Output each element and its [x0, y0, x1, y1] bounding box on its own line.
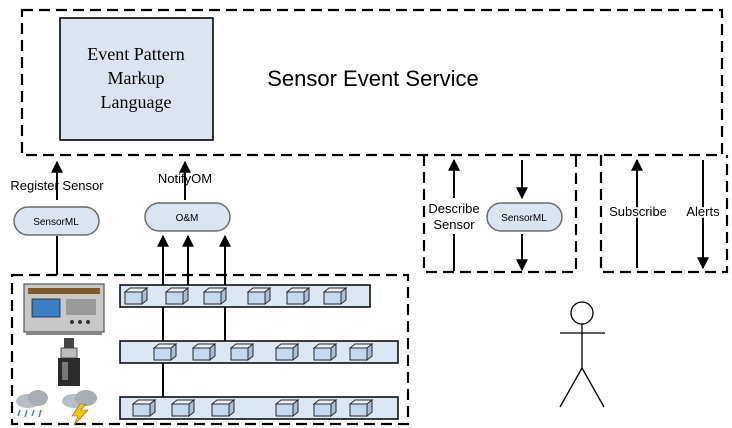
ses-boundary [20, 8, 724, 157]
om-pill[interactable]: O&M [144, 202, 231, 232]
epml-line-2: Markup [108, 68, 165, 88]
sensorml-pill-left[interactable]: SensorML [13, 206, 100, 236]
describe-label-2: Sensor [433, 217, 475, 232]
epml-box: Event Pattern Markup Language [59, 17, 214, 141]
sensor-network-boundary [10, 273, 410, 426]
svg-text:O&M: O&M [176, 213, 199, 224]
subscribe-alerts-boundary [599, 155, 729, 274]
subscribe-label: Subscribe [609, 204, 667, 219]
sensor-node [286, 287, 310, 305]
describe-sensor-boundary [422, 155, 578, 274]
sensor-node [192, 343, 216, 361]
epml-line-3: Language [101, 92, 172, 112]
sensor-node [211, 399, 235, 417]
sensor-node [349, 343, 373, 361]
sensor-node [313, 343, 337, 361]
rain-cloud-icon [16, 390, 48, 418]
alerts-label: Alerts [686, 204, 720, 219]
sensor-node [275, 343, 299, 361]
sensor-node [313, 399, 337, 417]
sensor-node [124, 287, 148, 305]
sensor-node [275, 399, 299, 417]
sensor-node [203, 287, 227, 305]
stick-figure-user-icon [559, 301, 605, 408]
sensor-node [132, 399, 156, 417]
sensor-node [165, 287, 189, 305]
sensor-node [247, 287, 271, 305]
sensor-node [153, 343, 177, 361]
epml-line-1: Event Pattern [87, 44, 184, 64]
svg-text:SensorML: SensorML [501, 213, 547, 224]
lightning-cloud-icon [62, 390, 97, 426]
service-title: Sensor Event Service [267, 66, 479, 91]
sensor-node [171, 399, 195, 417]
sensor-node [349, 399, 373, 417]
sensor-probe-icon [58, 338, 80, 386]
data-logger-device-icon [23, 283, 105, 335]
sensor-node [230, 343, 254, 361]
svg-text:SensorML: SensorML [33, 217, 79, 228]
sensorml-pill-right[interactable]: SensorML [486, 202, 563, 232]
sensor-node [323, 287, 347, 305]
describe-label-1: Describe [428, 201, 479, 216]
